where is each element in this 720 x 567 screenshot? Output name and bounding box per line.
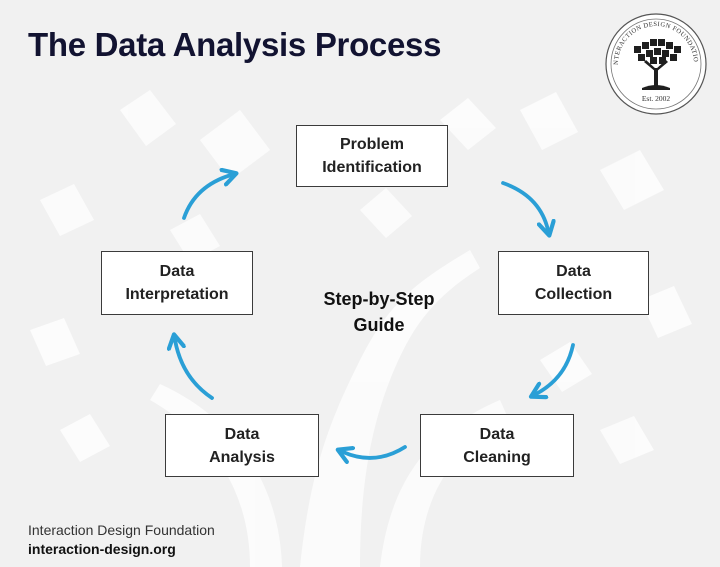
step-label: Problem Identification <box>322 136 422 176</box>
foundation-seal: INTERACTION DESIGN FOUNDATION Est. 2002 <box>604 12 707 115</box>
step-label: Data Cleaning <box>463 425 531 466</box>
center-label: Step-by-Step Guide <box>323 289 435 335</box>
step-data-analysis: Data Analysis <box>165 414 319 477</box>
footer-organization: Interaction Design Foundation <box>28 522 215 538</box>
cycle-arrow-icon <box>182 175 231 220</box>
step-data-cleaning: Data Cleaning <box>420 414 574 477</box>
cycle-arrow-icon <box>175 340 214 400</box>
page-title: The Data Analysis Process <box>28 26 442 63</box>
cycle-arrow-icon <box>536 343 575 394</box>
tree-logo-icon <box>634 39 681 90</box>
cycle-arrow-icon <box>343 445 407 458</box>
step-data-interpretation: Data Interpretation <box>101 251 253 315</box>
step-label: Data Interpretation <box>125 263 229 303</box>
footer-url[interactable]: interaction-design.org <box>28 541 176 557</box>
cycle-arrow-icon <box>501 181 548 230</box>
step-label: Data Collection <box>534 263 613 303</box>
step-label: Data Analysis <box>209 425 275 466</box>
step-data-collection: Data Collection <box>498 251 649 315</box>
seal-established: Est. 2002 <box>642 94 671 103</box>
step-problem-identification: Problem Identification <box>296 125 448 187</box>
